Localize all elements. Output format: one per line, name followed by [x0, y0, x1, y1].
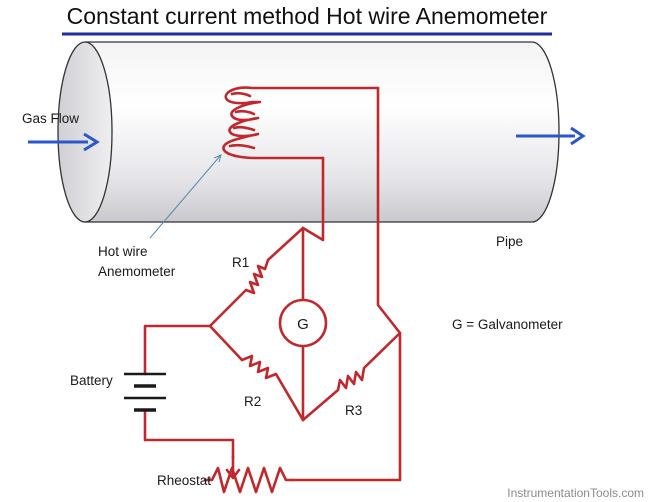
watermark: InstrumentationTools.com [507, 486, 644, 500]
pipe-label: Pipe [496, 234, 523, 249]
wire-to-bridge-top [301, 156, 325, 242]
inlet-flow-arrow [28, 132, 100, 152]
battery-symbol [124, 372, 166, 412]
galvanometer-symbol: G [297, 316, 309, 333]
pipe [57, 41, 560, 223]
r1-label: R1 [232, 255, 249, 270]
galvanometer-legend: G = Galvanometer [452, 317, 563, 332]
r2-resistor [208, 324, 305, 422]
r3-label: R3 [345, 403, 362, 418]
r2-label: R2 [244, 394, 261, 409]
r1-resistor [208, 226, 305, 328]
wire-battery [143, 324, 235, 460]
rheostat-label: Rheostat [157, 473, 211, 488]
rheostat-resistor [203, 466, 294, 494]
r3-resistor [301, 331, 402, 422]
hot-wire-pointer [149, 155, 221, 239]
galvanometer [278, 298, 328, 348]
hot-wire-label-line2: Anemometer [98, 264, 176, 279]
hot-wire-coil [222, 86, 380, 160]
pipe-end-cap [57, 41, 113, 223]
diagram-title: Constant current method Hot wire Anemome… [67, 3, 548, 29]
hot-wire-label-line1: Hot wire [98, 244, 148, 259]
gas-flow-label: Gas Flow [22, 111, 79, 126]
outlet-flow-arrow [516, 126, 586, 146]
battery-label: Battery [70, 373, 113, 388]
